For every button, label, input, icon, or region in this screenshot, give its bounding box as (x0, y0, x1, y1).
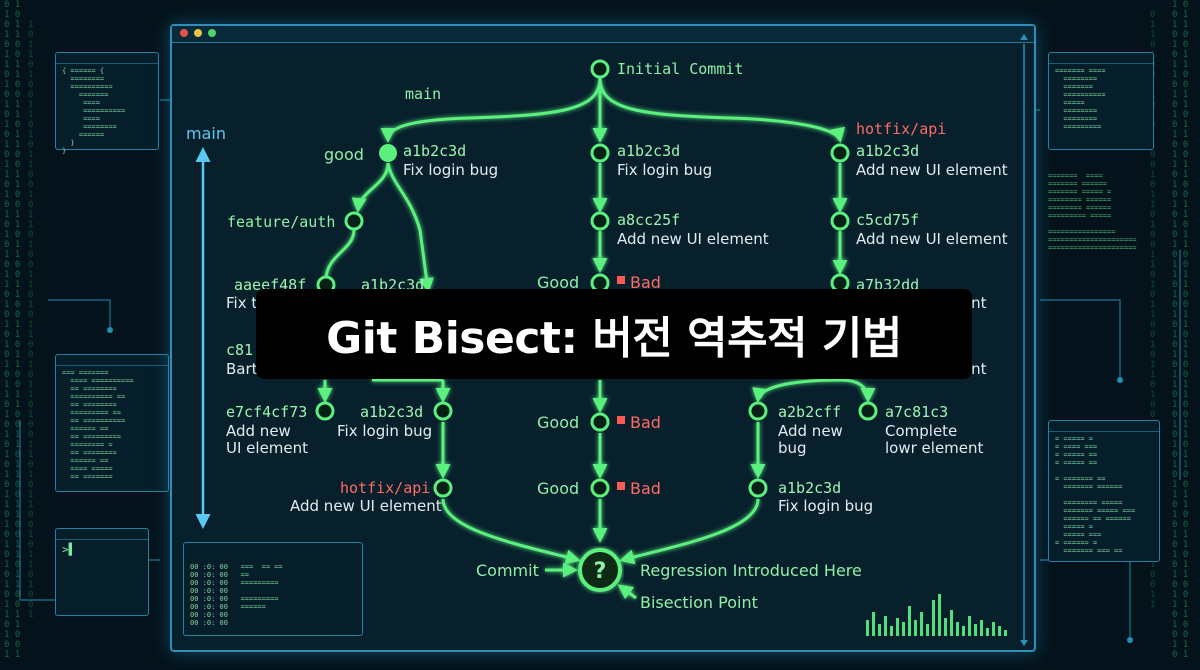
node-feature (344, 211, 364, 231)
commit-message: Bart (226, 360, 258, 378)
commit-hash: a8cc25f (617, 211, 680, 229)
commit-message: Fix login bug (778, 497, 873, 515)
minimize-dot-icon[interactable] (194, 29, 202, 37)
good-label: Good (537, 273, 579, 292)
matrix-rain-left-2: 1 0 1 1 0 1 0 0 1 1 0 1 0 1 1 0 0 1 0 1 … (28, 20, 34, 620)
matrix-rain-right: 1 0 0 1 1 1 0 0 1 0 0 1 1 1 1 0 0 0 1 1 … (1172, 0, 1189, 660)
terminal-panel-left[interactable]: >▌ (55, 528, 149, 616)
commit-message: lowr element (885, 439, 984, 457)
commit-hash: e7cf4cf73 (226, 403, 307, 421)
node-right-2 (830, 211, 850, 231)
commit-message: Complete (885, 422, 957, 440)
commit-message: Fix login bug (617, 161, 712, 179)
commit-hash: a1b2c3d (403, 142, 466, 160)
code-panel-bottom-right: = ===== = = ==== === = ===== == = ===== … (1048, 420, 1160, 562)
node-right-7 (748, 478, 768, 498)
hotfix-branch-label: hotfix/api (340, 479, 430, 497)
commit-hash: a1b2c3d (856, 142, 919, 160)
commit-hash: a1b2c3d (617, 142, 680, 160)
node-hotfix-left (433, 478, 453, 498)
edge-good-feature (351, 162, 390, 213)
edge-r-n4-n6 (839, 378, 876, 403)
node-good (379, 144, 397, 162)
commit-message: Add new UI element (856, 161, 1008, 179)
commit-hash: a1b2c3d (360, 403, 423, 421)
node-left-c4 (315, 401, 335, 421)
commit-message: Fix login bug (337, 422, 432, 440)
commit-message: Fix t (226, 294, 257, 312)
node-bisection-question (578, 548, 622, 592)
activity-bars (866, 594, 1007, 636)
title-banner: Git Bisect: 버전 역추적 기법 (256, 289, 972, 379)
monitor-panel-bottom-left: 00 :0: 00 === == == 00 :0: 00 == 00 :0: … (183, 542, 363, 636)
hotfix-branch-label: hotfix/api (856, 120, 946, 138)
window-scrollbar[interactable] (1020, 34, 1028, 646)
commit-message: UI element (226, 439, 308, 457)
initial-commit-label: Initial Commit (617, 60, 743, 78)
question-mark: ? (594, 559, 607, 584)
commit-hash: a7c81c3 (885, 403, 948, 421)
commit-hash: c81 (226, 341, 253, 359)
bad-marker-1 (617, 276, 625, 284)
commit-message: Fix login bug (403, 161, 498, 179)
bad-label: Bad (630, 273, 661, 292)
bad-label: Bad (630, 413, 661, 432)
edge-r-n4-n5 (752, 378, 841, 403)
commit-nodes (315, 59, 878, 592)
node-right-5 (748, 401, 768, 421)
commit-hash: c5cd75f (856, 211, 919, 229)
terminal-prompt[interactable]: >▌ (62, 543, 76, 556)
close-dot-icon[interactable] (180, 29, 188, 37)
commit-message: Add new (226, 422, 291, 440)
binary-block-right: ======= ==== ======= ====== ======= ====… (1048, 172, 1137, 252)
node-center-1 (590, 143, 610, 163)
node-right-1 (830, 143, 850, 163)
main-branch-label: main (405, 85, 441, 103)
edge-feature-c1 (324, 229, 356, 281)
edge-initial-right (598, 77, 845, 143)
bad-label: Bad (630, 479, 661, 498)
edge-initial-left (380, 77, 602, 143)
bad-marker-2 (617, 416, 625, 424)
bad-marker-3 (617, 482, 625, 490)
bisection-point-label: Bisection Point (640, 593, 758, 612)
commit-message: bug (778, 439, 807, 457)
code-panel-mid-left: === ======= ==== ========== == ======== … (55, 354, 169, 492)
commit-message: Add new UI element (290, 497, 442, 515)
commit-hash: a2b2cff (778, 403, 841, 421)
page-title: Git Bisect: 버전 역추적 기법 (326, 313, 902, 364)
node-center-5 (590, 412, 610, 432)
node-center-2 (590, 211, 610, 231)
edge-bisection-q (617, 584, 637, 600)
matrix-rain-left: 0 1 1 0 0 1 1 1 0 0 1 0 1 1 0 1 1 0 0 0 … (4, 0, 21, 660)
edge-good-right (386, 162, 434, 293)
maximize-dot-icon[interactable] (208, 29, 216, 37)
edge-hotfix-q (441, 498, 581, 565)
good-label: good (324, 145, 364, 164)
good-label: Good (537, 413, 579, 432)
edge-r-n7-q (619, 498, 760, 565)
commit-message: Add new UI element (617, 230, 769, 248)
node-left-c5 (433, 401, 453, 421)
commit-label: Commit (476, 561, 539, 580)
side-branch-label: main (186, 124, 226, 143)
regression-label: Regression Introduced Here (640, 561, 862, 580)
commit-message: Add new (778, 422, 843, 440)
code-panel-top-left: { ====== { ======== ========== ======= =… (55, 52, 159, 155)
feature-branch-label: feature/auth (227, 213, 335, 231)
node-right-6 (858, 401, 878, 421)
node-initial (590, 59, 610, 79)
good-label: Good (537, 479, 579, 498)
commit-message: Add new UI element (856, 230, 1008, 248)
window-titlebar (172, 26, 1034, 43)
node-center-6 (590, 478, 610, 498)
code-panel-top-right: ======= ==== ======== ======= ==========… (1048, 52, 1154, 150)
commit-hash: a1b2c3d (778, 479, 841, 497)
